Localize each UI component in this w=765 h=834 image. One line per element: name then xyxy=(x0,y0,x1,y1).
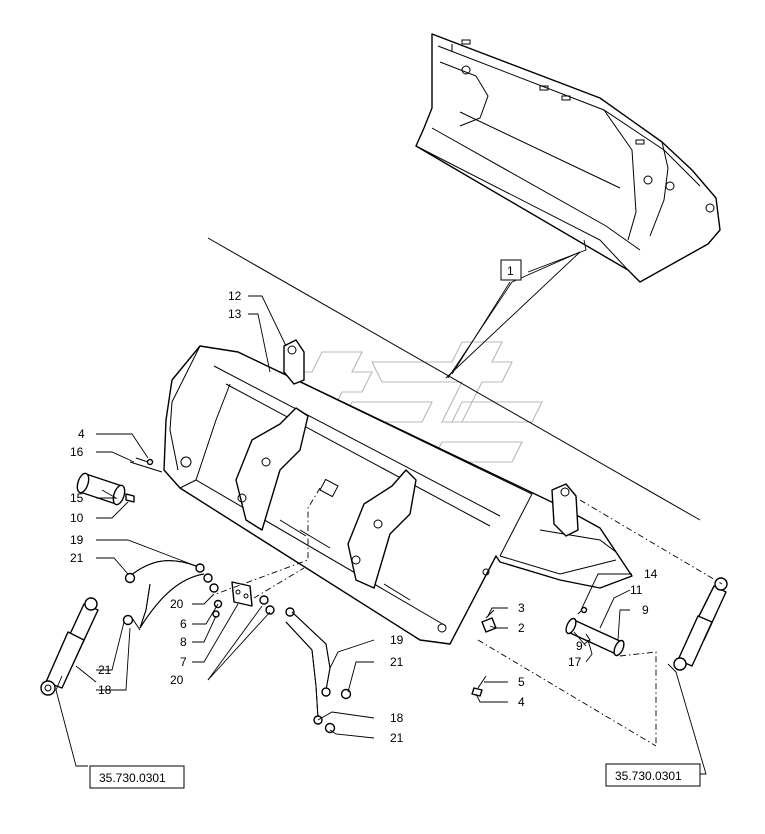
callout-21-left-lower: 21 xyxy=(98,663,112,677)
callout-15: 15 xyxy=(70,491,84,505)
callout-9-right: 9 xyxy=(642,603,649,617)
callout-7: 7 xyxy=(180,655,187,669)
callout-10: 10 xyxy=(70,511,84,525)
reference-box-right xyxy=(605,763,701,787)
reference-left: 35.730.0301 xyxy=(99,771,166,785)
callout-13: 13 xyxy=(228,307,242,321)
left-hoses xyxy=(122,560,223,631)
callout-20-upper: 20 xyxy=(170,597,184,611)
callout-4-right: 4 xyxy=(518,695,525,709)
callout-21-right-lower: 21 xyxy=(390,731,404,745)
main-bucket xyxy=(163,339,633,645)
callout-18-left: 18 xyxy=(98,683,112,697)
callout-4-left: 4 xyxy=(78,427,85,441)
callout-8: 8 xyxy=(180,635,187,649)
callout-2: 2 xyxy=(518,621,525,635)
callout-18-right: 18 xyxy=(390,711,404,725)
upper-bucket xyxy=(415,33,721,283)
callout-3: 3 xyxy=(518,601,525,615)
left-hydraulic-cylinder xyxy=(40,597,99,696)
leader-lines xyxy=(55,239,707,775)
reference-right: 35.730.0301 xyxy=(615,769,682,783)
callout-box-1 xyxy=(500,259,522,281)
callout-21-right-upper: 21 xyxy=(390,655,404,669)
valve-block-and-hoses xyxy=(231,581,352,734)
callout-5: 5 xyxy=(518,675,525,689)
callout-6: 6 xyxy=(180,617,187,631)
callout-11: 11 xyxy=(630,583,643,597)
right-hydraulic-cylinder xyxy=(673,577,728,671)
callout-19-left: 19 xyxy=(70,533,84,547)
connection-lines xyxy=(215,487,723,747)
callout-14: 14 xyxy=(644,567,658,581)
callout-12: 12 xyxy=(228,289,242,303)
callout-9-left: 9 xyxy=(576,639,583,653)
callout-16: 16 xyxy=(70,445,84,459)
callouts: 1 12 13 4 16 15 10 19 21 20 6 8 7 20 21 … xyxy=(70,259,658,745)
reference-box-left xyxy=(89,765,185,789)
callout-20-lower: 20 xyxy=(170,673,184,687)
callout-1: 1 xyxy=(507,264,514,278)
callout-17: 17 xyxy=(568,655,582,669)
left-small-parts xyxy=(76,457,163,506)
reference-boxes: 35.730.0301 35.730.0301 xyxy=(89,763,701,789)
separator-line xyxy=(207,237,701,521)
callout-21-left-upper: 21 xyxy=(70,551,84,565)
callout-19-right: 19 xyxy=(390,633,404,647)
